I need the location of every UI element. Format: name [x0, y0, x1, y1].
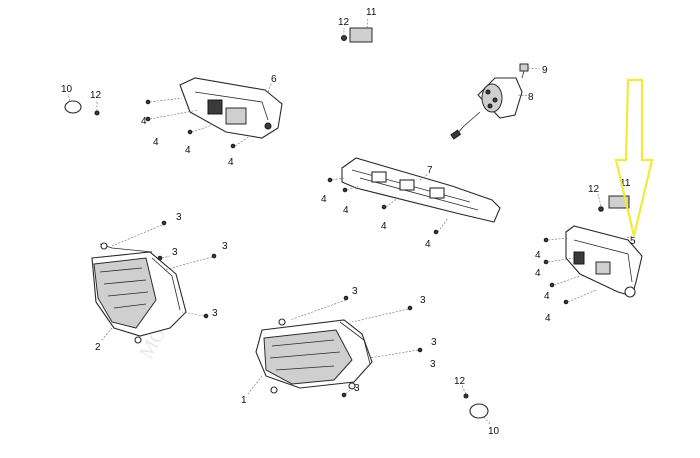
- screw-5b: [543, 259, 549, 265]
- part-7-crossbar: [341, 157, 501, 223]
- screw-2d: [203, 313, 209, 319]
- callout-8: 8: [528, 92, 534, 103]
- callout-12-bottom: 12: [454, 376, 466, 387]
- callout-6: 6: [271, 74, 277, 85]
- callout-3-b: 3: [172, 247, 178, 258]
- part-12-screw-right: [598, 206, 604, 212]
- part-1-lamp-housing: [255, 318, 373, 394]
- part-11-label-plate-right: [608, 195, 630, 209]
- callout-1: 1: [241, 395, 247, 406]
- callout-4-l: 4: [545, 313, 551, 324]
- callout-5: 5: [630, 236, 636, 247]
- callout-12-right: 12: [588, 184, 600, 195]
- callout-10-bottom: 10: [488, 426, 500, 437]
- screw-2c: [211, 253, 217, 259]
- callout-4-a: 4: [141, 116, 147, 127]
- screw-1d: [341, 392, 347, 398]
- callout-4-b: 4: [153, 137, 159, 148]
- screw-2b: [157, 255, 163, 261]
- callout-7: 7: [427, 165, 433, 176]
- screw-5c: [549, 282, 555, 288]
- callout-4-c: 4: [185, 145, 191, 156]
- callout-4-e: 4: [321, 194, 327, 205]
- screw-5d: [563, 299, 569, 305]
- callout-11-right: 11: [620, 178, 631, 189]
- screw-2a: [161, 220, 167, 226]
- part-11-label-plate: [349, 27, 373, 43]
- callout-3-f: 3: [420, 295, 426, 306]
- part-9-bolt: [519, 63, 529, 79]
- screw-5a: [543, 237, 549, 243]
- callout-9: 9: [542, 65, 548, 76]
- screw-1c: [417, 347, 423, 353]
- screw-4c: [187, 129, 193, 135]
- callout-12-top: 12: [338, 17, 350, 28]
- part-12-screw-top: [341, 35, 347, 41]
- callout-12-left: 12: [90, 90, 102, 101]
- callout-3-e: 3: [352, 286, 358, 297]
- callout-4-i: 4: [535, 250, 541, 261]
- callout-2: 2: [95, 342, 101, 353]
- screw-1a: [343, 295, 349, 301]
- screw-7c: [381, 204, 387, 210]
- screw-7b: [342, 187, 348, 193]
- screw-4b: [145, 116, 151, 122]
- callout-3-h: 3: [430, 359, 436, 370]
- part-6-bracket: [179, 77, 283, 139]
- callout-4-h: 4: [425, 239, 431, 250]
- part-5-bracket: [565, 225, 643, 298]
- callout-4-k: 4: [544, 291, 550, 302]
- part-12-screw-bottom: [463, 393, 469, 399]
- callout-11-top: 11: [366, 7, 377, 18]
- callout-10-left: 10: [61, 84, 73, 95]
- screw-7d: [433, 229, 439, 235]
- callout-3-c: 3: [222, 241, 228, 252]
- highlight-arrow: [614, 78, 654, 237]
- screw-1b: [407, 305, 413, 311]
- part-10-cap-bottom: [469, 403, 489, 419]
- screw-7a: [327, 177, 333, 183]
- part-10-cap-left: [64, 100, 82, 114]
- callout-3-a: 3: [176, 212, 182, 223]
- callout-4-g: 4: [381, 221, 387, 232]
- screw-4d: [230, 143, 236, 149]
- callout-3-g: 3: [431, 337, 437, 348]
- screw-4a: [145, 99, 151, 105]
- callout-4-f: 4: [343, 205, 349, 216]
- callout-4-j: 4: [535, 268, 541, 279]
- callout-4-d: 4: [228, 157, 234, 168]
- callout-3-i: 3: [354, 383, 360, 394]
- part-12-screw-left: [94, 110, 100, 116]
- callout-3-d: 3: [212, 308, 218, 319]
- part-8-connector: [450, 77, 523, 140]
